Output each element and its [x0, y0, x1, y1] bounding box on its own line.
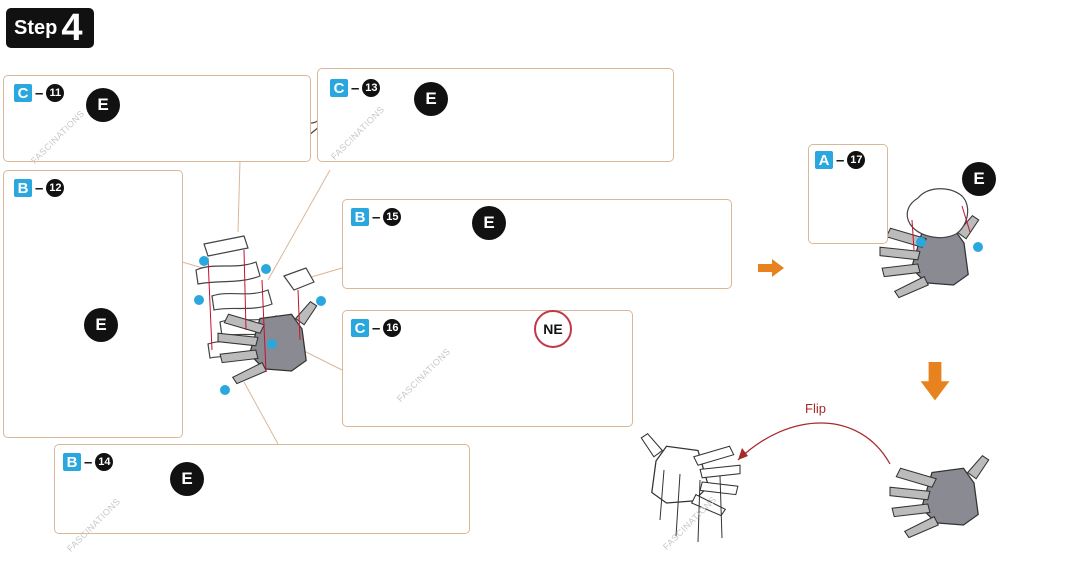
label-dash: – — [35, 84, 44, 102]
e-marker: E — [84, 308, 118, 342]
panel-c13: C – 13 — [317, 68, 674, 162]
hand-flipped-view — [640, 433, 741, 543]
e-marker: E — [472, 206, 506, 240]
step-word: Step — [14, 16, 58, 39]
panel-c16: C – 16 — [342, 310, 633, 427]
part-letter-c: C — [351, 319, 369, 337]
panel-c13-label: C – 13 — [330, 79, 381, 97]
flip-arrowhead — [738, 448, 748, 460]
hand-with-cover — [879, 188, 983, 299]
step-number-11: 11 — [46, 84, 65, 102]
label-dash: – — [84, 453, 93, 471]
panel-b14-label: B – 14 — [63, 453, 114, 471]
step-number-15: 15 — [383, 208, 402, 226]
step-number-12: 12 — [46, 179, 65, 197]
panel-b14: B – 14 — [54, 444, 470, 534]
part-letter-b: B — [63, 453, 81, 471]
part-letter-c: C — [330, 79, 348, 97]
step-badge: Step 4 — [6, 8, 94, 48]
next-arrow — [758, 259, 784, 277]
panel-b12-label: B – 12 — [14, 179, 65, 197]
panel-b12: B – 12 — [3, 170, 183, 438]
part-letter-b: B — [14, 179, 32, 197]
flip-label: Flip — [805, 401, 826, 416]
label-dash: – — [351, 79, 360, 97]
step-number-17: 17 — [847, 151, 866, 169]
center-assembly — [194, 235, 326, 395]
down-arrow — [920, 362, 950, 401]
panel-b15: B – 15 — [342, 199, 732, 289]
label-dash: – — [372, 208, 381, 226]
panel-c11: C – 11 — [3, 75, 311, 162]
step-number-13: 13 — [362, 79, 381, 97]
label-dash: – — [372, 319, 381, 337]
part-letter-a: A — [815, 151, 833, 169]
e-marker: E — [962, 162, 996, 196]
e-marker: E — [170, 462, 204, 496]
panel-b15-label: B – 15 — [351, 208, 402, 226]
panel-c16-label: C – 16 — [351, 319, 402, 337]
e-marker: E — [86, 88, 120, 122]
step-number: 4 — [61, 7, 83, 49]
label-dash: – — [35, 179, 44, 197]
step-number-14: 14 — [95, 453, 114, 471]
label-dash: – — [836, 151, 845, 169]
hand-back-view — [889, 455, 990, 539]
e-marker: E — [414, 82, 448, 116]
leader-lines — [181, 159, 343, 445]
panel-c11-label: C – 11 — [14, 84, 65, 102]
flip-arrow-curve — [737, 422, 891, 465]
panel-a17: A – 17 — [808, 144, 888, 244]
ne-marker: NE — [534, 310, 572, 348]
step-number-16: 16 — [383, 319, 402, 337]
part-letter-c: C — [14, 84, 32, 102]
part-letter-b: B — [351, 208, 369, 226]
panel-a17-label: A – 17 — [815, 151, 866, 169]
